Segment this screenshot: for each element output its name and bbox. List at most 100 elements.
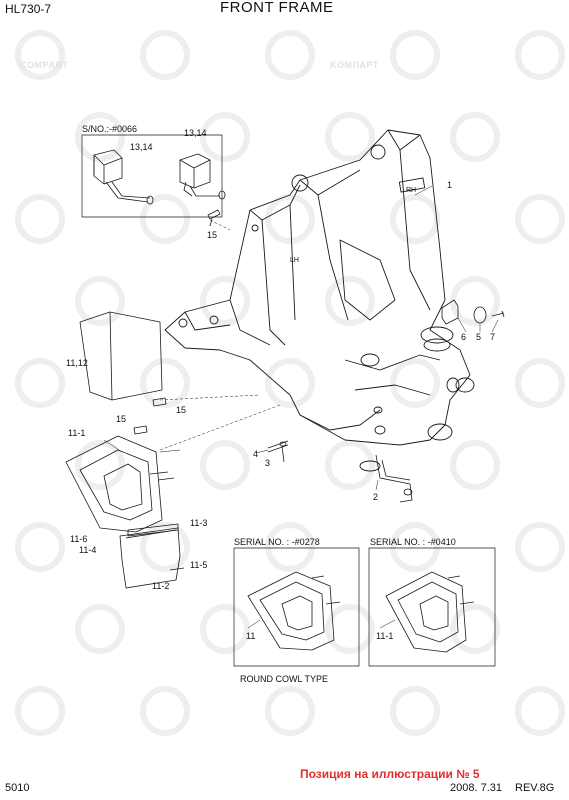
label-11-3: 11-3 <box>190 518 208 528</box>
label-11-12: 11,12 <box>66 358 88 368</box>
watermark-gear <box>15 358 65 408</box>
watermark-gear <box>200 604 250 654</box>
watermark-gear <box>325 276 375 326</box>
watermark-gear <box>75 604 125 654</box>
watermark-gear <box>450 604 500 654</box>
watermark-gear <box>75 112 125 162</box>
watermark-gear <box>515 194 565 244</box>
label-3: 3 <box>265 458 271 468</box>
bolt-15-mid <box>152 397 167 407</box>
watermark-gear <box>390 30 440 80</box>
label-1: 1 <box>447 180 453 190</box>
front-frame-main <box>164 129 475 472</box>
watermark-gear <box>265 30 315 80</box>
label-serial-0410: SERIAL NO. : -#0410 <box>370 537 456 547</box>
watermark-gear <box>450 440 500 490</box>
watermark-text: KOMПАРТ <box>330 60 379 70</box>
bracket-part-b <box>179 153 226 200</box>
label-serial-0278: SERIAL NO. : -#0278 <box>234 537 320 547</box>
label-13-14-b: 13,14 <box>184 128 207 138</box>
label-round-cowl-type: ROUND COWL TYPE <box>240 674 329 684</box>
part-7-bolt <box>491 310 505 318</box>
leader-lines <box>103 185 499 629</box>
label-11-1-a: 11-1 <box>68 428 86 438</box>
watermark-gear <box>200 112 250 162</box>
watermark-gear <box>515 686 565 736</box>
page-number: 5010 <box>5 782 30 794</box>
watermark-gear <box>325 112 375 162</box>
watermark-gear <box>140 358 190 408</box>
label-4: 4 <box>253 449 259 459</box>
watermark-gear <box>325 440 375 490</box>
watermark-gear <box>75 440 125 490</box>
fender-serial-0410 <box>385 571 475 653</box>
watermark-gear <box>15 30 65 80</box>
watermark-gear <box>140 30 190 80</box>
part-3-bolt <box>279 441 287 463</box>
watermark-gear <box>265 522 315 572</box>
illustration-note: Позиция на иллюстрации № 5 <box>300 767 480 781</box>
label-11-2: 11-2 <box>152 581 170 591</box>
watermark-gear <box>265 686 315 736</box>
label-11-5: 11-5 <box>190 560 208 570</box>
watermark-gear <box>390 194 440 244</box>
inset-box-serial-0410 <box>368 547 496 667</box>
watermark-gear <box>15 194 65 244</box>
watermark-gear <box>515 522 565 572</box>
watermark-gear <box>75 276 125 326</box>
label-7: 7 <box>490 332 496 342</box>
label-6: 6 <box>461 332 467 342</box>
part-2-bracket <box>375 454 413 503</box>
part-11-12-cover <box>79 311 163 401</box>
model-code: HL730-7 <box>5 2 52 16</box>
watermark-gear <box>325 604 375 654</box>
page-title: FRONT FRAME <box>220 0 334 16</box>
revision-date: 2008. 7.31 <box>450 782 502 794</box>
label-15-a: 15 <box>207 230 218 240</box>
label-sno-0066: S/NO.:-#0066 <box>82 124 138 134</box>
inset-box-sno <box>81 134 223 218</box>
watermark-gear <box>140 522 190 572</box>
watermark-gear <box>140 686 190 736</box>
label-11-4: 11-4 <box>79 545 97 555</box>
bolt-15-low <box>133 425 148 435</box>
part-5-washer <box>473 306 487 324</box>
part-11-1-fender <box>65 435 175 533</box>
label-11-1-b: 11-1 <box>376 631 394 641</box>
watermark-gear <box>265 194 315 244</box>
label-11: 11 <box>246 631 256 641</box>
watermark-gear <box>140 194 190 244</box>
watermark-gear <box>15 686 65 736</box>
watermark-gear <box>450 112 500 162</box>
bolt-11-5 <box>169 567 185 571</box>
label-rh: RH <box>406 187 417 194</box>
bolt-15-top <box>207 209 221 227</box>
round-cowl-fender <box>247 571 341 651</box>
watermark-gear <box>450 276 500 326</box>
watermark-gear <box>390 358 440 408</box>
label-13-14-a: 13,14 <box>130 142 153 152</box>
label-15-b: 15 <box>176 405 187 415</box>
revision-code: REV.8G <box>515 782 555 794</box>
leader-dashes <box>159 219 281 451</box>
watermark-gear <box>15 522 65 572</box>
label-2: 2 <box>373 492 379 502</box>
label-15-c: 15 <box>116 414 127 424</box>
watermark-gear <box>265 358 315 408</box>
part-11-3-strip <box>127 523 179 537</box>
bracket-part-a <box>93 149 154 205</box>
label-lh: LH <box>290 257 299 264</box>
part-11-mudflap <box>119 527 181 589</box>
watermark-gear <box>200 276 250 326</box>
watermark-gear <box>515 30 565 80</box>
label-11-6: 11-6 <box>70 534 88 544</box>
watermark-gear <box>390 686 440 736</box>
inset-box-serial-0278 <box>233 547 360 667</box>
watermark-gear <box>200 440 250 490</box>
label-5: 5 <box>476 332 482 342</box>
watermark-gear <box>515 358 565 408</box>
watermark-text: COMPART <box>20 60 69 70</box>
watermark-gear <box>390 522 440 572</box>
